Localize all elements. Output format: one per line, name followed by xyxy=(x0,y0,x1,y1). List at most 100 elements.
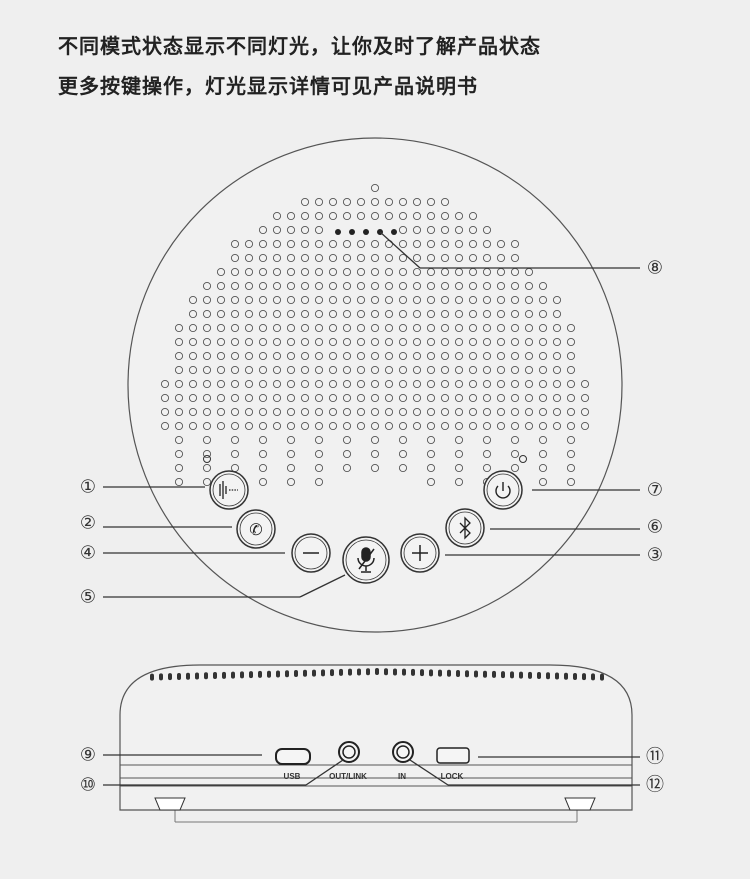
grille-hole xyxy=(510,323,520,333)
grille-hole xyxy=(524,323,534,333)
grille-hole xyxy=(384,323,394,333)
grille-hole xyxy=(398,253,408,263)
grille-hole xyxy=(272,225,282,235)
grille-hole xyxy=(538,463,548,473)
grille-hole xyxy=(370,463,380,473)
grille-hole xyxy=(426,309,436,319)
grille-hole xyxy=(454,393,464,403)
grille-hole xyxy=(496,295,506,305)
grille-hole xyxy=(552,337,562,347)
grille-hole xyxy=(496,379,506,389)
mic-mute-icon xyxy=(357,547,375,573)
grille-hole xyxy=(216,323,226,333)
grille-hole xyxy=(440,365,450,375)
voice-button[interactable] xyxy=(209,470,249,510)
grille-hole xyxy=(426,351,436,361)
grille-hole xyxy=(356,365,366,375)
grille-hole xyxy=(370,421,380,431)
grille-hole xyxy=(552,295,562,305)
side-grille-slot xyxy=(204,672,208,680)
lock-slot xyxy=(436,747,470,764)
bluetooth-button[interactable] xyxy=(445,508,485,548)
side-grille-slot xyxy=(177,672,181,680)
side-grille-slot xyxy=(330,669,334,677)
grille-hole xyxy=(202,309,212,319)
grille-hole xyxy=(286,323,296,333)
grille-hole xyxy=(356,351,366,361)
grille-hole xyxy=(300,253,310,263)
grille-hole xyxy=(188,351,198,361)
grille-hole xyxy=(258,393,268,403)
grille-hole xyxy=(454,239,464,249)
grille-hole xyxy=(272,267,282,277)
grille-hole xyxy=(314,197,324,207)
grille-hole xyxy=(468,407,478,417)
grille-hole xyxy=(468,295,478,305)
grille-hole xyxy=(356,281,366,291)
volume-down-button[interactable] xyxy=(291,533,331,573)
grille-hole xyxy=(412,309,422,319)
grille-hole xyxy=(300,281,310,291)
grille-hole xyxy=(454,323,464,333)
grille-hole xyxy=(370,407,380,417)
power-button[interactable] xyxy=(483,470,523,510)
grille-hole xyxy=(426,379,436,389)
volume-up-button[interactable] xyxy=(400,533,440,573)
side-grille-slot xyxy=(195,672,199,680)
grille-hole xyxy=(286,309,296,319)
grille-hole xyxy=(370,351,380,361)
grille-hole xyxy=(482,463,492,473)
grille-hole xyxy=(496,337,506,347)
call-button[interactable]: ✆ xyxy=(236,509,276,549)
grille-hole xyxy=(398,323,408,333)
grille-hole xyxy=(342,449,352,459)
grille-hole xyxy=(230,365,240,375)
grille-hole xyxy=(258,337,268,347)
lock-label: LOCK xyxy=(441,772,464,781)
grille-hole xyxy=(440,211,450,221)
grille-hole xyxy=(342,253,352,263)
grille-hole xyxy=(258,253,268,263)
grille-hole xyxy=(566,365,576,375)
grille-hole xyxy=(510,295,520,305)
grille-hole xyxy=(188,379,198,389)
side-grille-slot xyxy=(186,672,190,680)
grille-hole xyxy=(384,211,394,221)
grille-hole xyxy=(314,239,324,249)
grille-hole xyxy=(216,379,226,389)
grille-hole xyxy=(216,267,226,277)
grille-hole xyxy=(384,295,394,305)
voice-wave-icon xyxy=(219,481,238,499)
grille-hole xyxy=(328,267,338,277)
side-grille-slot xyxy=(213,672,217,680)
grille-hole xyxy=(286,379,296,389)
grille-hole xyxy=(412,295,422,305)
grille-hole xyxy=(468,253,478,263)
grille-hole xyxy=(300,407,310,417)
grille-hole xyxy=(566,351,576,361)
grille-hole xyxy=(328,393,338,403)
side-grille-slot xyxy=(150,673,154,681)
grille-hole xyxy=(188,365,198,375)
grille-hole xyxy=(286,393,296,403)
grille-hole xyxy=(216,309,226,319)
side-grille-slot xyxy=(339,668,343,676)
grille-hole xyxy=(230,281,240,291)
status-led-right xyxy=(519,455,527,463)
grille-hole xyxy=(314,379,324,389)
grille-hole xyxy=(356,197,366,207)
grille-hole xyxy=(510,379,520,389)
grille-hole xyxy=(202,351,212,361)
grille-hole xyxy=(328,421,338,431)
grille-hole xyxy=(174,477,184,487)
grille-hole xyxy=(426,295,436,305)
grille-hole xyxy=(524,365,534,375)
grille-hole xyxy=(202,407,212,417)
grille-hole xyxy=(552,309,562,319)
side-grille-slot xyxy=(357,668,361,676)
grille-hole xyxy=(384,351,394,361)
mute-button[interactable] xyxy=(342,536,390,584)
grille-hole xyxy=(174,393,184,403)
grille-hole xyxy=(454,477,464,487)
grille-hole xyxy=(454,281,464,291)
